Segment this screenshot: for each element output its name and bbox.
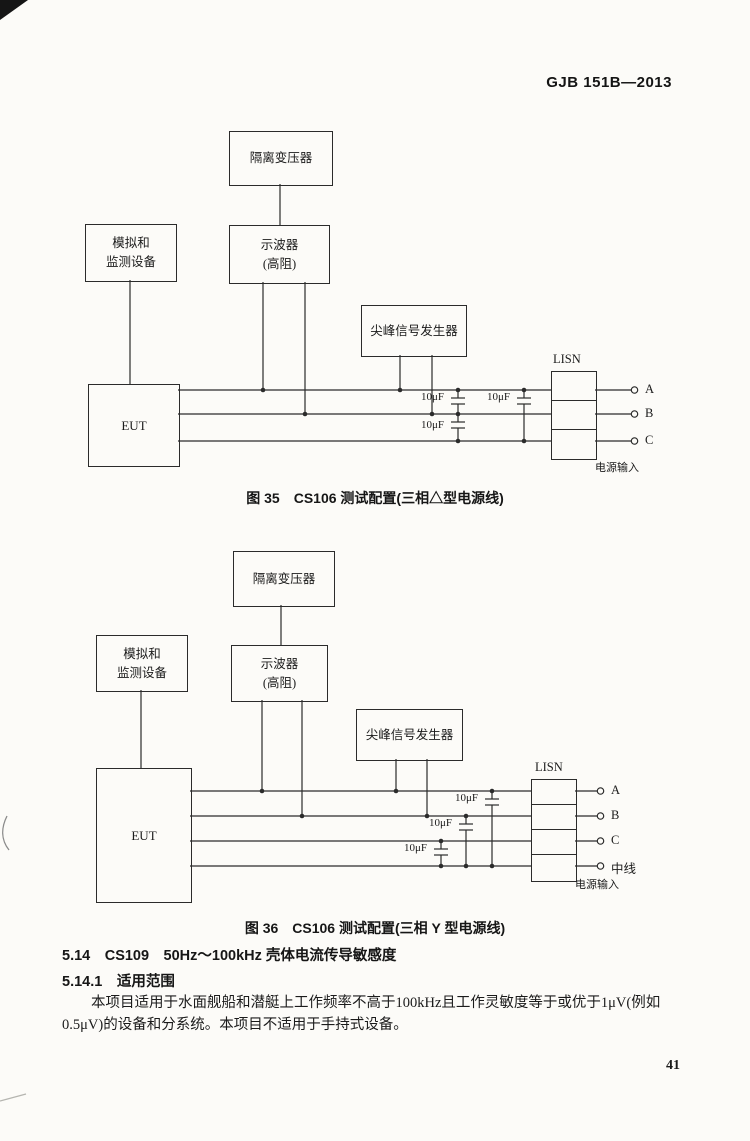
section-heading-5-14-1: 5.14.1 适用范围: [62, 974, 175, 990]
f35-lisn-title: LISN: [553, 352, 581, 366]
f36-power-input-label: 电源输入: [575, 879, 619, 891]
scan-artifact-marks: [0, 815, 27, 1102]
lisn-divider: [532, 803, 576, 805]
f36-cap-c-value: 10μF: [404, 842, 428, 854]
figure35-wires: [129, 184, 631, 442]
f36-terminal-b-label: B: [611, 808, 620, 822]
f35-cap-ab-value: 10μF: [421, 391, 445, 403]
figure36-caption: 图 36 CS106 测试配置(三相 Y 型电源线): [244, 920, 506, 936]
figure35-junction-dots: [260, 387, 527, 444]
figure36-terminal-circles: [596, 787, 605, 870]
f36-cap-a-value: 10μF: [455, 792, 479, 804]
f36-cap-b-value: 10μF: [429, 817, 453, 829]
f35-monitor-equipment-label: 模拟和 监测设备: [105, 236, 156, 269]
f36-lisn-box: [531, 779, 577, 882]
section-heading-5-14: 5.14 CS109 50Hz～100kHz 壳体电流传导敏感度: [62, 948, 397, 964]
f36-monitor-equipment-label: 模拟和 监测设备: [116, 646, 167, 680]
f35-cap-bc-value: 10μF: [421, 419, 445, 431]
section-body-paragraph: 本项目适用于水面舰船和潜艇上工作频率不高于100kHz且工作灵敏度等于或优于1μ…: [62, 995, 661, 1034]
f35-monitor-equipment-box: 模拟和 监测设备: [85, 224, 177, 282]
f35-power-input-label: 电源输入: [595, 462, 639, 474]
f36-isolation-transformer-box: 隔离变压器: [233, 551, 335, 607]
f35-oscilloscope-label: 示波器 (高阻): [260, 237, 299, 271]
capacitor-symbol-ac: [517, 390, 531, 441]
figure35-terminal-circles: [630, 386, 639, 445]
f35-cap-ac-value: 10μF: [487, 391, 511, 403]
capacitor-symbol-ab: [451, 390, 465, 414]
capacitor-symbol-bc: [451, 414, 465, 441]
f35-terminal-c-label: C: [645, 433, 654, 447]
scan-artifact-corner: [0, 0, 28, 20]
f35-isolation-transformer-label: 隔离变压器: [249, 151, 313, 166]
lisn-divider: [552, 428, 596, 430]
f35-eut-label: EUT: [121, 417, 147, 433]
lisn-divider: [532, 853, 576, 855]
f35-lisn-box: [551, 371, 597, 460]
figure36-wires: [140, 605, 597, 867]
capacitor-symbol-c-n: [434, 841, 448, 866]
page-number: 41: [666, 1058, 680, 1073]
f36-monitor-equipment-box: 模拟和 监测设备: [96, 635, 188, 692]
f36-spike-generator-box: 尖峰信号发生器: [356, 709, 463, 761]
document-header: GJB 151B—2013: [546, 74, 672, 91]
f35-terminal-a-label: A: [645, 382, 655, 396]
f36-spike-generator-label: 尖峰信号发生器: [365, 727, 454, 742]
f36-oscilloscope-box: 示波器 (高阻): [231, 645, 328, 702]
f36-terminal-c-label: C: [611, 833, 620, 847]
lisn-divider: [532, 828, 576, 830]
lisn-divider: [552, 399, 596, 401]
f36-eut-label: EUT: [131, 827, 157, 843]
f36-terminal-n-label: 中线: [611, 862, 637, 876]
f36-terminal-a-label: A: [611, 783, 621, 797]
f36-eut-box: EUT: [96, 768, 192, 903]
figure35-caption: 图 35 CS106 测试配置(三相△型电源线): [246, 490, 504, 506]
f36-isolation-transformer-label: 隔离变压器: [252, 571, 316, 586]
capacitor-symbol-a-n: [485, 791, 499, 866]
f35-terminal-b-label: B: [645, 406, 654, 420]
f35-spike-generator-box: 尖峰信号发生器: [361, 305, 467, 357]
f35-oscilloscope-box: 示波器 (高阻): [229, 225, 330, 284]
f36-oscilloscope-label: 示波器 (高阻): [260, 656, 299, 690]
f35-eut-box: EUT: [88, 384, 180, 467]
f35-spike-generator-label: 尖峰信号发生器: [370, 323, 458, 338]
f36-lisn-title: LISN: [535, 760, 563, 774]
figure36-junction-dots: [259, 788, 495, 869]
f35-isolation-transformer-box: 隔离变压器: [229, 131, 333, 186]
